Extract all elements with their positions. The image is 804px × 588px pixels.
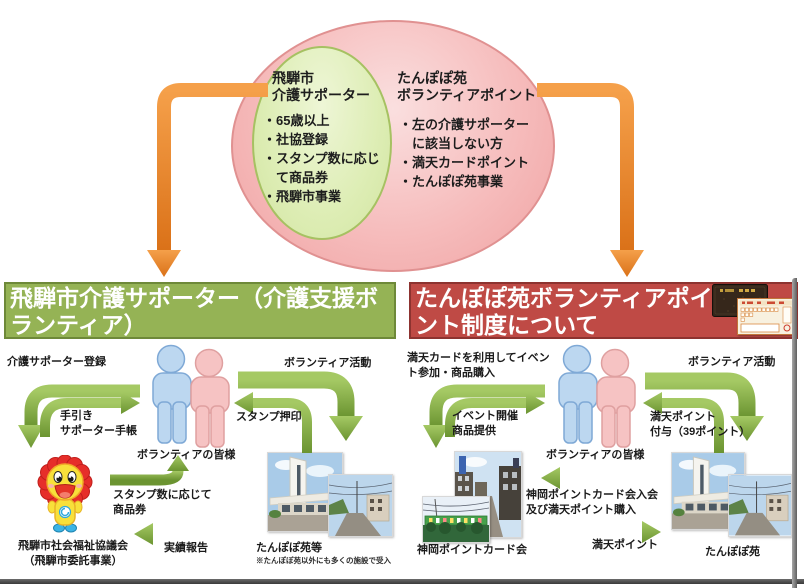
tanpopoen-street-photo-right [728, 474, 792, 537]
tanpopoen-street-photo-left [328, 474, 393, 537]
label-facility-note: ※たんぽぽ苑以外にも多くの施設で受入 [256, 556, 391, 565]
arrow-join [541, 467, 656, 489]
volunteers-people-icon-right [558, 344, 636, 448]
label-council: 飛騨市社会福祉協議会 （飛騨市委託事業） [18, 540, 128, 567]
venn-right-bullets: ・左の介護サポーター に該当しない方 ・満天カードポイント ・たんぽぽ苑事業 [399, 117, 530, 189]
volunteers-people-icon-left [152, 344, 230, 448]
label-kamioka: 神岡ポイントカード会 [417, 544, 527, 556]
label-report: 実績報告 [164, 542, 208, 554]
venn-left-title: 飛騨市 介護サポーター [272, 70, 370, 104]
label-volunteers-right: ボランティアの皆様 [546, 449, 645, 461]
venn-left-title-line1: 飛騨市 [272, 70, 314, 86]
label-manten-point: 満天ポイント [592, 539, 658, 551]
page-border-bottom-line [0, 579, 804, 584]
orange-arrow-right [537, 83, 644, 277]
label-registration: 介護サポーター登録 [7, 356, 106, 368]
label-stamp: スタンプ押印 [236, 411, 302, 423]
kamioka-banner-photo [422, 496, 490, 543]
page-border-right-line [792, 278, 797, 588]
label-activity-left: ボランティア活動 [284, 357, 372, 369]
person-blue-icon [152, 344, 192, 444]
venn-right-title: たんぽぽ苑 ボランティアポイント [397, 70, 536, 104]
venn-left-title-line2: 介護サポーター [272, 87, 370, 103]
venn-green-ellipse [252, 46, 392, 240]
person-blue-icon [558, 344, 598, 444]
label-activity-right: ボランティア活動 [688, 356, 776, 368]
venn-right-title-line1: たんぽぽ苑 [397, 70, 467, 86]
label-event: イベント開催 商品提供 [452, 410, 518, 437]
label-card-use: 満天カードを利用してイベン ト参加・商品購入 [407, 352, 550, 379]
venn-right-title-line2: ボランティアポイント [397, 87, 537, 103]
label-points-grant: 満天ポイント 付与（39ポイント） [650, 411, 751, 438]
venn-left-bullets: ・65歳以上 ・社協登録 ・スタンプ数に応じ て商品券 ・飛騨市事業 [263, 113, 380, 204]
person-pink-icon [190, 348, 230, 448]
label-join: 神岡ポイントカード会入会 及び満天ポイント購入 [526, 489, 658, 516]
label-guide: 手引き サポーター手帳 [60, 410, 137, 437]
sunflower-mascot-icon [37, 455, 93, 533]
left-section-header: 飛騨市介護サポーター（介護支援ボランティア） [4, 282, 396, 339]
stamp-card-image [737, 298, 795, 335]
person-pink-icon [596, 348, 636, 448]
label-volunteers-left: ボランティアの皆様 [137, 449, 236, 461]
label-voucher: スタンプ数に応じて 商品券 [113, 489, 212, 516]
label-facility: たんぽぽ苑等 [256, 542, 322, 554]
label-tanpopo: たんぽぽ苑 [705, 546, 760, 558]
